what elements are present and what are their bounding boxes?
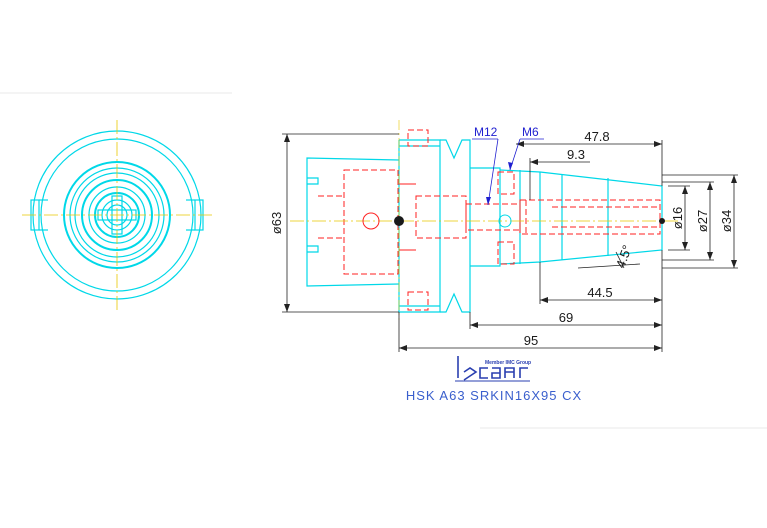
dim-nose-diameter-large: ø34	[719, 210, 734, 232]
dim-gauge-length: 69	[559, 310, 573, 325]
dim-overall-length: 95	[524, 333, 538, 348]
dim-clamp-length: 44.5	[587, 285, 612, 300]
sheet-border	[0, 92, 767, 429]
callout-m6: M6	[522, 125, 539, 139]
drawing-title: HSK A63 SRKIN16X95 CX	[406, 388, 582, 403]
side-view: ø63 ø16 ø27 ø34 47.8 9.3 4.5° 44.5 69 95…	[269, 120, 738, 352]
callout-m12: M12	[474, 125, 498, 139]
dim-flange-diameter: ø63	[269, 212, 284, 234]
dim-taper-angle: 4.5°	[613, 243, 635, 270]
dim-bore-diameter: ø16	[670, 207, 685, 229]
dim-nose-diameter-small: ø27	[695, 210, 710, 232]
logo-tagline: Member IMC Group	[485, 360, 531, 366]
end-view	[22, 120, 212, 310]
dim-nose-length: 47.8	[584, 129, 609, 144]
dim-step-length: 9.3	[567, 147, 585, 162]
company-logo: Member IMC Group	[455, 356, 531, 382]
